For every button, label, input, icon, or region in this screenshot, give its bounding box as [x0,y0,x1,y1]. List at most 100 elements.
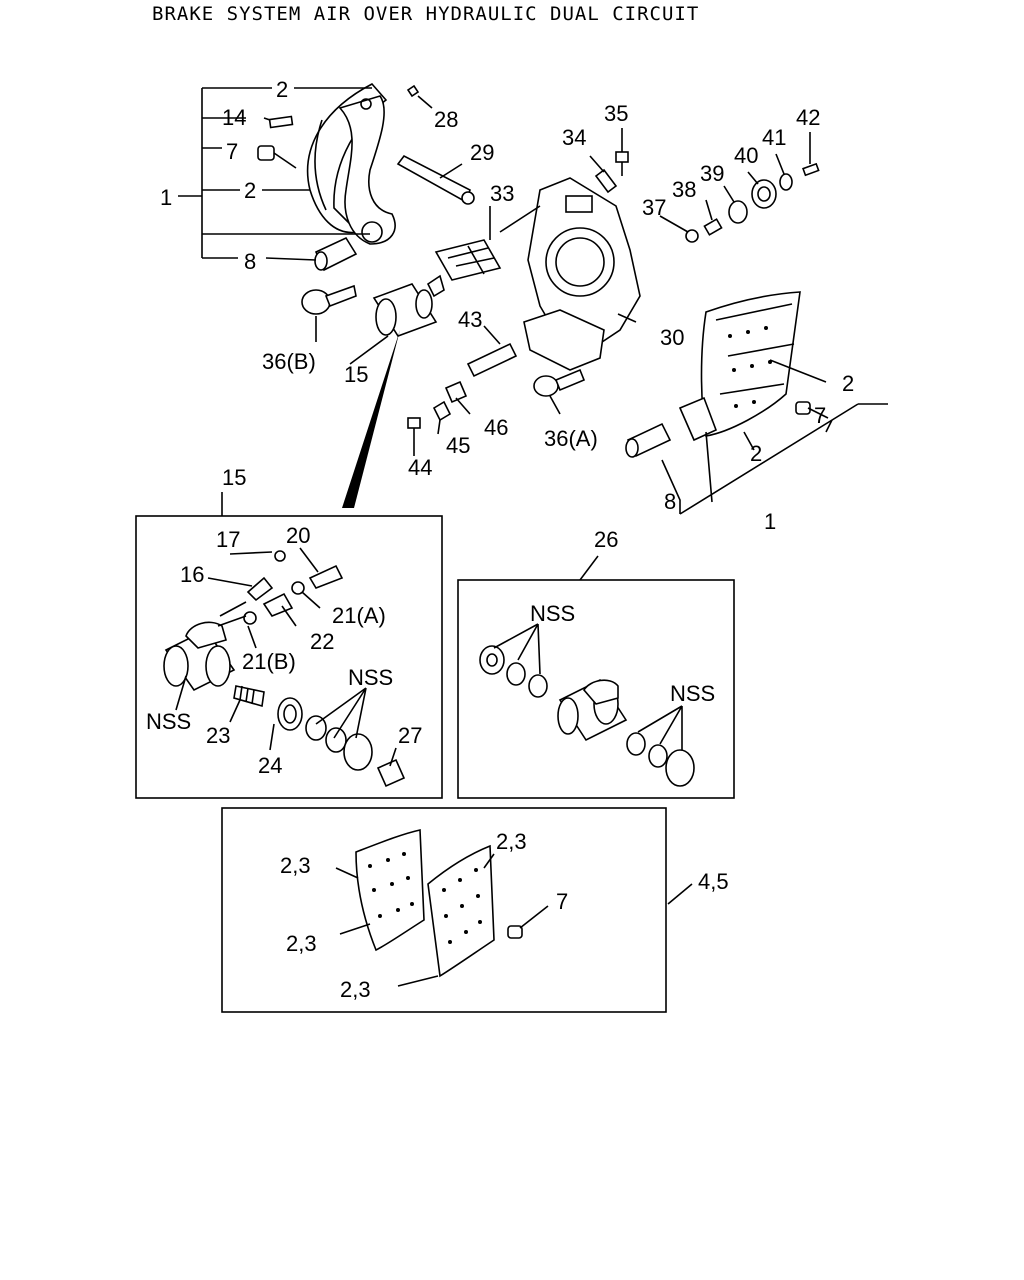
brake-shoe-right-icon [678,291,801,442]
callout-nss-box26-right: NSS [670,681,715,706]
bushing-8-right-icon [625,422,672,458]
pin-43-icon [466,342,518,378]
callout-7-right: 7 [814,403,826,428]
backing-plate-30-icon [523,177,641,371]
callout-30: 30 [660,325,684,350]
fitting-22-icon [262,592,294,617]
callout-15-top: 15 [344,362,368,387]
bleeder-34-icon [594,168,618,194]
callout-29: 29 [470,140,494,165]
callout-40: 40 [734,143,758,168]
pointer-wedge [342,330,400,508]
brake-lining-right-icon [427,844,495,978]
callout-16: 16 [180,562,204,587]
bleeder-16-icon [246,576,274,602]
seal-set-icon [305,715,373,771]
callout-23: 23 [206,723,230,748]
callout-41: 41 [762,125,786,150]
callout-nss-box15-right: NSS [348,665,393,690]
callout-nss-box26-left: NSS [530,601,575,626]
callout-2-3-top-right: 2,3 [496,829,527,854]
pin-28-icon [406,84,420,98]
callout-20: 20 [286,523,310,548]
detail-box-15 [135,515,443,799]
callout-2-right-top: 2 [842,371,854,396]
bushing-8-icon [314,236,358,272]
seal-set-left-icon [479,645,548,698]
cup-24-icon [277,697,303,731]
spring-38-icon [703,218,723,236]
callout-nss-box15-left: NSS [146,709,191,734]
callout-43: 43 [458,307,482,332]
callout-39: 39 [700,161,724,186]
bolt-7-right-icon [795,401,811,415]
callout-2-top: 2 [276,77,288,102]
callout-2-3-top-left: 2,3 [280,853,311,878]
shim-33-icon [434,239,502,281]
callout-38: 38 [672,177,696,202]
callout-21b: 21(B) [242,649,296,674]
callout-1-right: 1 [764,509,776,534]
spacer-37-icon [685,229,699,243]
washer-21b-icon [243,611,257,625]
callout-15-box: 15 [222,465,246,490]
callout-1-left: 1 [160,185,172,210]
bolt-20-icon [308,564,344,589]
lockplate-45-icon [432,400,452,422]
wheel-cylinder-15-icon [372,283,438,337]
bolt-35-icon [615,151,629,176]
callout-7-box: 7 [556,889,568,914]
callout-2-right-bottom: 2 [750,441,762,466]
callout-8-right: 8 [664,489,676,514]
callout-7-left: 7 [226,139,238,164]
callout-37: 37 [642,195,666,220]
callout-45: 45 [446,433,470,458]
clip-46-icon [444,380,468,404]
brake-lining-left-icon [355,829,425,952]
spring-23-icon [233,685,265,708]
leader-lines-top [178,87,888,515]
detail-box-26 [457,579,735,799]
seal-set-right-icon [626,732,695,787]
bleeder-screw-icon [426,274,445,298]
callout-28: 28 [434,107,458,132]
callout-27: 27 [398,723,422,748]
bolt-44-icon [407,417,421,442]
callout-44: 44 [408,455,432,480]
callout-22: 22 [310,629,334,654]
spring-29-icon [396,154,475,205]
rivet-7-icon [507,925,523,939]
adjuster-36b-icon [301,284,357,315]
bolt-7-icon [257,145,297,169]
adjuster-36a-icon [533,368,586,397]
page-title: BRAKE SYSTEM AIR OVER HYDRAULIC DUAL CIR… [152,3,700,25]
callout-42: 42 [796,105,820,130]
callout-2-3-bottom: 2,3 [340,977,371,1002]
bushing-39-icon [728,200,748,224]
callout-21a: 21(A) [332,603,386,628]
pin-42-icon [802,162,820,177]
callout-2-3-mid-left: 2,3 [286,931,317,956]
seal-40-icon [751,179,777,209]
callout-24: 24 [258,753,282,778]
callout-34: 34 [562,125,586,150]
callout-26: 26 [594,527,618,552]
callout-46: 46 [484,415,508,440]
callout-36b: 36(B) [262,349,316,374]
brake-shoe-upper-left-icon [306,83,396,245]
callout-14: 14 [222,105,246,130]
washer-21a-icon [291,581,305,595]
detail-box-4-5 [221,807,667,1013]
callout-35: 35 [604,101,628,126]
callout-2-left: 2 [244,178,256,203]
wheel-cylinder-26-icon [557,678,628,742]
cap-17-icon [274,550,286,562]
callout-4-5: 4,5 [698,869,729,894]
boot-27-icon [376,758,406,788]
stud-14-icon [268,115,294,129]
callout-8-left: 8 [244,249,256,274]
callout-33: 33 [490,181,514,206]
callout-36a: 36(A) [544,426,598,451]
callout-17: 17 [216,527,240,552]
